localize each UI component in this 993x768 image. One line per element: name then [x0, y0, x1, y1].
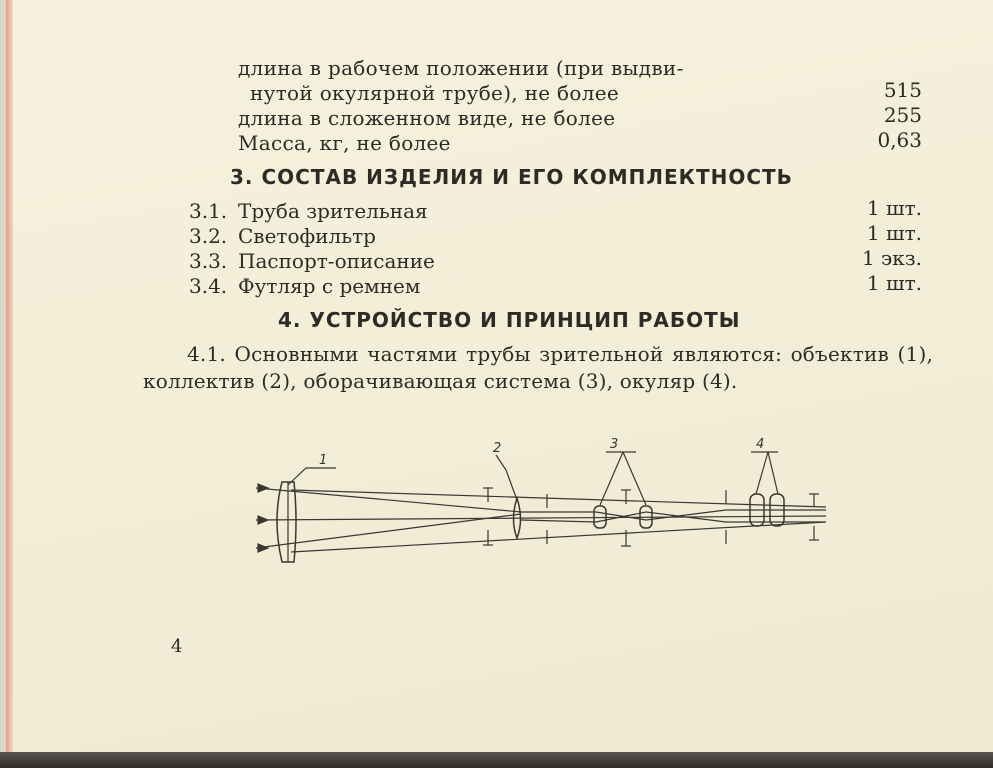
ray-line	[520, 511, 826, 523]
section-4-paragraph: 4.1. Основными частями трубы зрительной …	[143, 342, 933, 393]
spec-value-2: 255	[883, 103, 922, 127]
diagram-label: 4	[756, 437, 764, 452]
objective-lens	[276, 481, 297, 563]
leader-line	[755, 451, 769, 495]
item-qty: 1 шт.	[866, 196, 922, 220]
diagram-label: 1	[319, 453, 327, 468]
scan-background	[0, 752, 993, 768]
leader-line	[599, 451, 624, 506]
spec-line-1b: нутой окулярной трубе), не более	[250, 81, 619, 105]
item-number: 3.4.	[189, 274, 228, 298]
ray-line	[521, 509, 826, 521]
arrow-icon	[257, 483, 270, 493]
optical-axis	[255, 515, 827, 521]
field-stops	[483, 487, 819, 547]
optical-scheme-diagram: 1 2 3 4	[255, 437, 827, 563]
item-name: Светофильтр	[238, 224, 376, 248]
item-qty: 1 экз.	[861, 246, 922, 270]
section-3-title: 3. СОСТАВ ИЗДЕЛИЯ И ЕГО КОМПЛЕКТНОСТЬ	[230, 165, 793, 189]
arrow-icon	[257, 543, 270, 553]
item-qty: 1 шт.	[866, 271, 922, 295]
item-name: Паспорт-описание	[238, 249, 435, 273]
item-number: 3.2.	[189, 224, 228, 248]
diagram-label: 3	[610, 437, 618, 452]
leader-line	[622, 451, 647, 506]
spec-line-2: длина в сложенном виде, не более	[238, 106, 616, 130]
spec-line-1a: длина в рабочем положении (при выдви-	[238, 56, 684, 80]
page-edge	[6, 0, 13, 752]
spec-value-1: 515	[883, 78, 922, 102]
leader-line	[767, 451, 779, 495]
erecting-lens	[639, 505, 653, 529]
spec-value-3: 0,63	[877, 128, 922, 152]
leader-line	[495, 454, 518, 501]
collective-lens	[512, 495, 522, 541]
page-number: 4	[171, 636, 183, 657]
ray-line	[290, 521, 827, 553]
eyepiece-lens	[769, 493, 785, 527]
section-4-title: 4. УСТРОЙСТВО И ПРИНЦИП РАБОТЫ	[278, 308, 741, 332]
item-qty: 1 шт.	[866, 221, 922, 245]
document-page: длина в рабочем положении (при выдви- ну…	[6, 0, 993, 752]
erecting-lens	[593, 505, 607, 529]
spec-line-3: Масса, кг, не более	[238, 131, 451, 155]
ray-line	[290, 489, 827, 508]
diagram-label: 2	[493, 441, 501, 456]
item-number: 3.3.	[189, 249, 228, 273]
eyepiece-lens	[749, 493, 765, 527]
arrow-icon	[257, 515, 270, 525]
item-name: Труба зрительная	[238, 199, 428, 223]
ray-line	[255, 487, 522, 513]
ray-line	[255, 513, 522, 549]
leader-line	[287, 467, 336, 486]
item-number: 3.1.	[189, 199, 228, 223]
item-name: Футляр с ремнем	[238, 274, 421, 298]
